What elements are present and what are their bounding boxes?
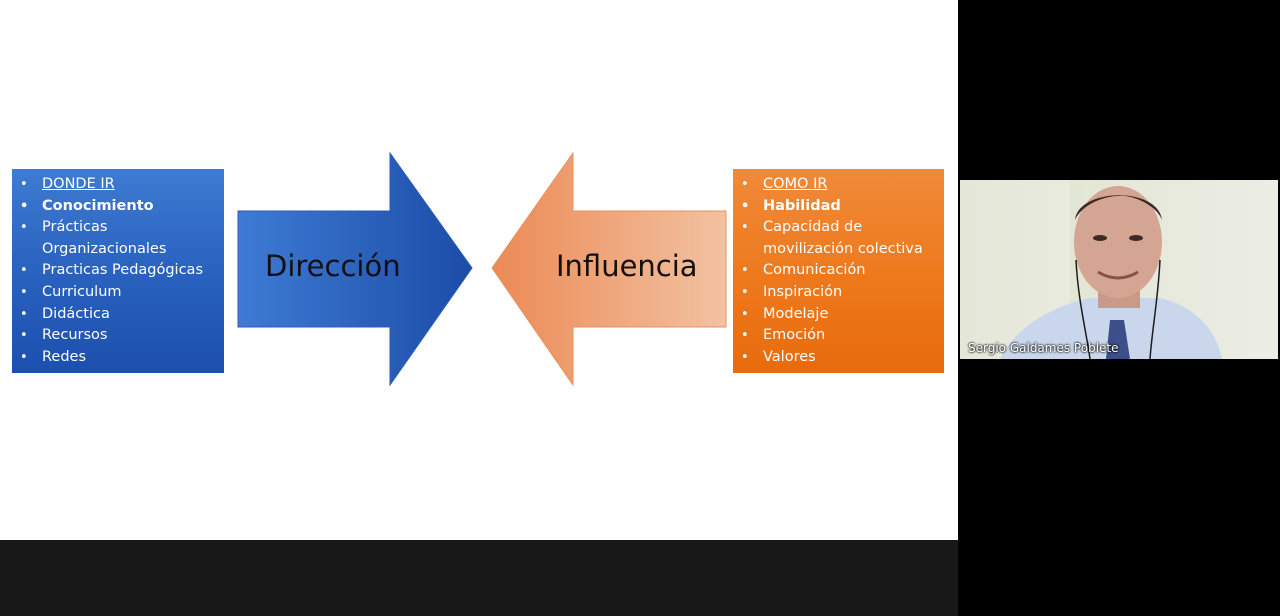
list-item: Capacidad de movilización colectiva xyxy=(741,217,938,260)
list-item: Modelaje xyxy=(741,304,938,326)
donde-ir-title: DONDE IR xyxy=(20,174,218,196)
list-item: Didáctica xyxy=(20,304,218,326)
como-ir-box: COMO IR Habilidad Capacidad de movilizac… xyxy=(733,169,944,373)
direccion-label: Dirección xyxy=(265,249,401,283)
participant-avatar xyxy=(960,180,1222,359)
list-item: Inspiración xyxy=(741,282,938,304)
list-item: Prácticas Organizacionales xyxy=(20,217,218,260)
list-item: Emoción xyxy=(741,325,938,347)
participants-pane: Sergio Galdames Poblete xyxy=(958,0,1280,616)
list-item: Curriculum xyxy=(20,282,218,304)
list-item: Recursos xyxy=(20,325,218,347)
influencia-label: Influencia xyxy=(556,249,698,283)
arrows-diagram xyxy=(237,151,727,387)
list-item: Comunicación xyxy=(741,260,938,282)
participant-video-tile[interactable]: Sergio Galdames Poblete xyxy=(960,180,1278,359)
list-item: Practicas Pedagógicas xyxy=(20,260,218,282)
influencia-arrow xyxy=(491,151,727,387)
como-ir-subtitle: Habilidad xyxy=(741,196,938,218)
meeting-bottom-bar xyxy=(0,540,958,616)
participant-name: Sergio Galdames Poblete xyxy=(968,341,1119,355)
shared-screen: Dirección Influencia DONDE IR Conocimien… xyxy=(0,0,958,540)
donde-ir-box: DONDE IR Conocimiento Prácticas Organiza… xyxy=(12,169,224,373)
list-item: Valores xyxy=(741,347,938,369)
donde-ir-subtitle: Conocimiento xyxy=(20,196,218,218)
direccion-arrow xyxy=(237,151,473,387)
list-item: Redes xyxy=(20,347,218,369)
como-ir-title: COMO IR xyxy=(741,174,938,196)
